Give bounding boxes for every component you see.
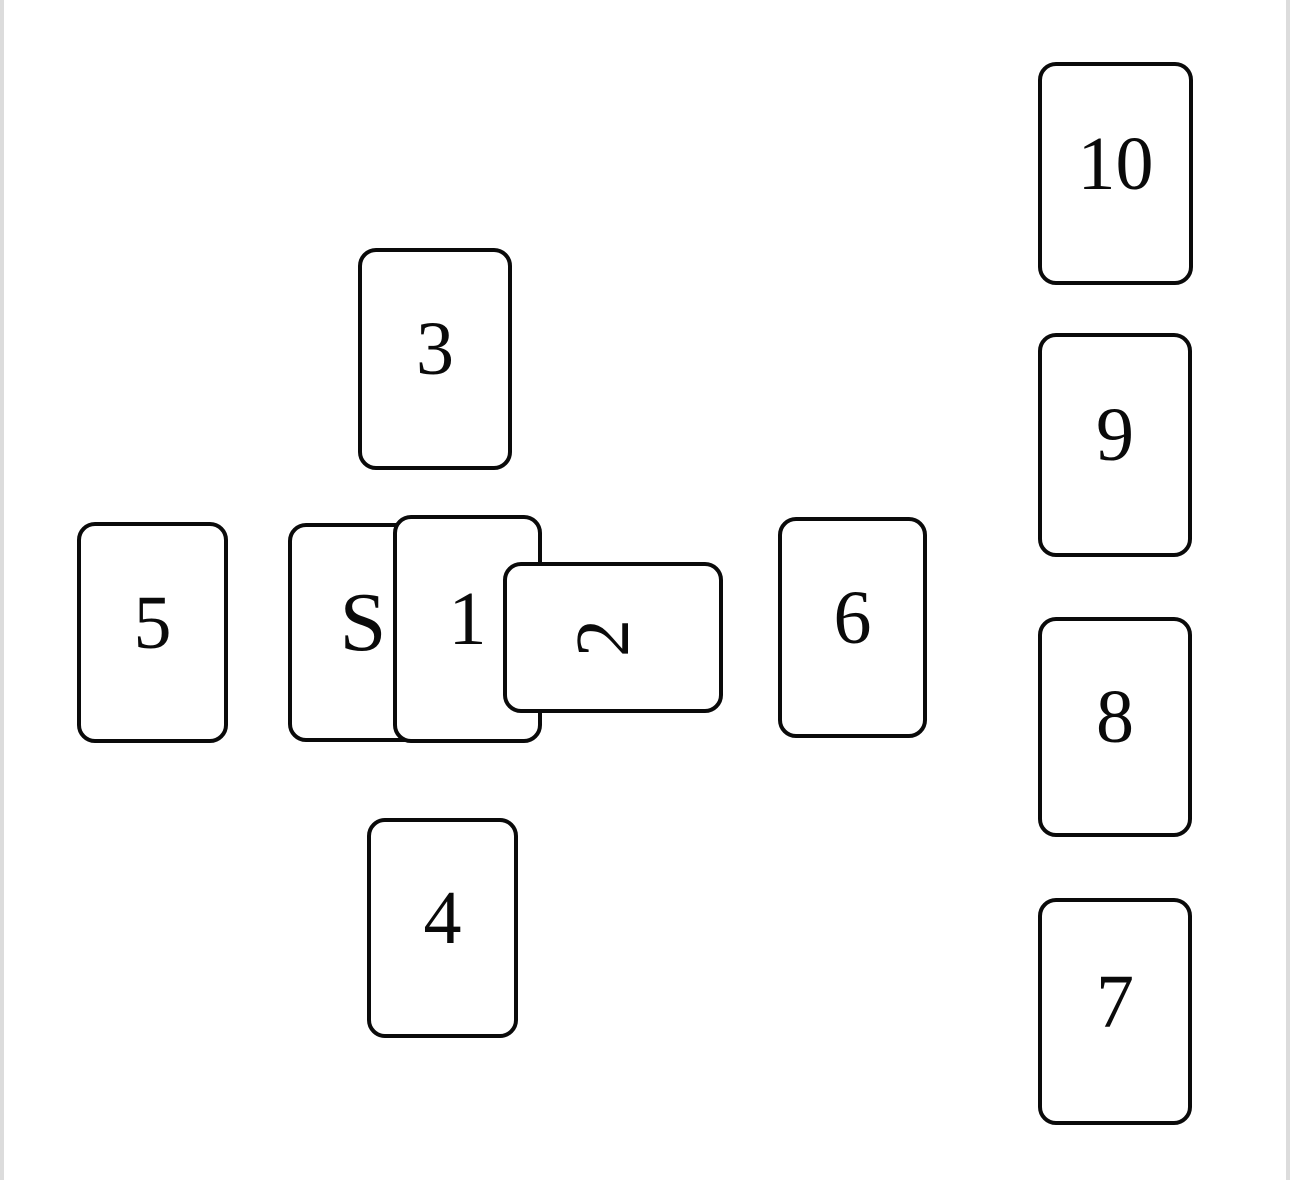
card-9: 9: [1038, 333, 1192, 557]
card-label: 4: [423, 876, 462, 960]
card-6: 6: [778, 517, 927, 738]
card-label: 5: [133, 580, 172, 665]
card-2-crossing: 2: [503, 562, 723, 713]
card-label: 9: [1096, 393, 1134, 477]
card-label: S: [339, 575, 387, 669]
page-right-edge: [1286, 0, 1290, 1180]
card-4: 4: [367, 818, 518, 1038]
card-label: 2: [561, 618, 645, 657]
card-10: 10: [1038, 62, 1193, 285]
card-label: 10: [1077, 121, 1154, 206]
card-label: 1: [448, 577, 487, 661]
card-label: 6: [833, 575, 872, 660]
card-7: 7: [1038, 898, 1192, 1125]
card-8: 8: [1038, 617, 1192, 837]
card-5: 5: [77, 522, 228, 743]
card-3: 3: [358, 248, 512, 470]
card-label: 8: [1096, 675, 1134, 759]
card-label: 3: [416, 307, 454, 391]
card-label: 7: [1096, 959, 1134, 1044]
page-left-edge: [0, 0, 4, 1180]
